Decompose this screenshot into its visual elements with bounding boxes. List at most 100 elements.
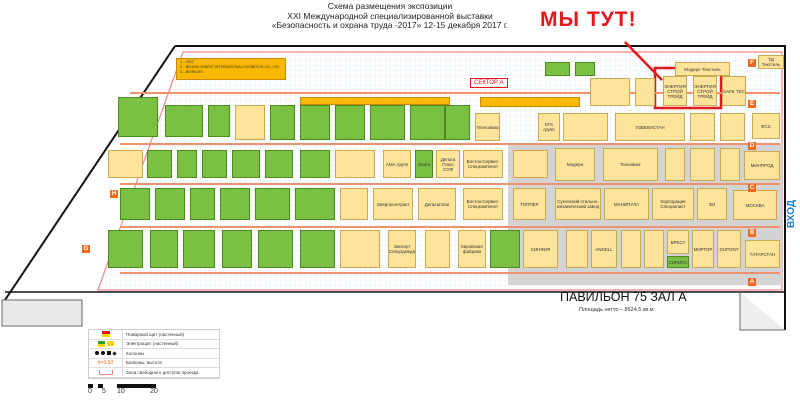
booth[interactable]: Техноавиа [475, 113, 500, 141]
booth[interactable] [566, 230, 588, 268]
legend: Пожарный щит (настенный) Электрощит (нас… [88, 329, 220, 379]
booth[interactable] [490, 230, 520, 268]
booth[interactable]: SAFE TEC [722, 76, 746, 106]
aisle [120, 183, 780, 185]
booth[interactable] [300, 150, 330, 178]
booth[interactable]: Корпорация Специалист [652, 188, 694, 220]
booth[interactable]: Энергоконтракт [373, 188, 413, 220]
booth[interactable] [340, 188, 368, 220]
booth[interactable] [177, 150, 197, 178]
booth[interactable] [258, 230, 293, 268]
booth[interactable] [410, 105, 445, 140]
booth[interactable] [300, 97, 450, 105]
legend-row-columns: Колонны [89, 349, 219, 359]
booth[interactable]: Дельта Плюс СОФ [436, 150, 460, 178]
booth[interactable] [255, 188, 290, 220]
booth[interactable] [635, 78, 655, 106]
booth[interactable] [575, 62, 595, 76]
booth[interactable] [183, 230, 215, 268]
scale-label: 0 [88, 388, 92, 395]
booth[interactable] [220, 188, 250, 220]
booth[interactable]: ЕГК групп [538, 113, 560, 141]
booth[interactable] [340, 230, 380, 268]
booth[interactable]: Сухонский стально-механический завод [555, 188, 601, 220]
booth[interactable]: Техновинг [603, 148, 658, 181]
scale-label: 10 [117, 388, 125, 395]
booth[interactable]: ФСС [752, 113, 780, 139]
booth[interactable] [720, 148, 740, 181]
booth[interactable]: СИРИУС [667, 256, 689, 268]
booth[interactable]: DUPONT [717, 230, 741, 268]
booth[interactable]: АМА групп [383, 150, 411, 178]
booth[interactable] [208, 105, 230, 137]
booth[interactable] [118, 97, 158, 137]
booth[interactable] [644, 230, 664, 268]
booth[interactable] [232, 150, 260, 178]
booth[interactable]: СИНФИЯ [523, 230, 558, 268]
booth[interactable] [621, 230, 641, 268]
booth[interactable] [108, 150, 143, 178]
entrance-label: ВХОД [786, 200, 797, 229]
booth[interactable] [147, 150, 172, 178]
booth[interactable] [235, 105, 265, 140]
booth[interactable] [425, 230, 450, 268]
booth[interactable]: Модерн [555, 148, 595, 181]
booth[interactable]: Дельтаплан [418, 188, 456, 220]
booth[interactable] [202, 150, 227, 178]
booth[interactable] [270, 105, 295, 140]
booth[interactable] [295, 188, 335, 220]
booth[interactable] [300, 230, 335, 268]
booth[interactable] [480, 97, 580, 107]
booth[interactable] [590, 78, 630, 106]
booth[interactable] [545, 62, 570, 76]
legend-text: Зона свободного доступа/ проезда [126, 369, 199, 375]
booth[interactable]: Восток-Сервис-Спецкомплект [463, 188, 503, 220]
booth[interactable] [222, 230, 252, 268]
booth[interactable] [665, 148, 685, 181]
booth[interactable]: Эксперт Спецодежда [388, 230, 416, 268]
booth[interactable] [563, 113, 608, 141]
page-title: Схема размещения экспозиции XXI Междунар… [245, 1, 535, 31]
booth[interactable] [335, 150, 375, 178]
booth[interactable]: МИНПРОД [744, 151, 780, 180]
booth[interactable] [150, 230, 178, 268]
booth[interactable] [690, 148, 715, 181]
booth[interactable] [720, 113, 745, 141]
booth[interactable]: ANDELL [591, 230, 617, 268]
booth[interactable] [120, 188, 150, 220]
booth[interactable]: УЗБЕКИСТАН [615, 113, 685, 141]
booth[interactable]: ЭНЕРГИЯ СТРОЙ ТРЕЙД [693, 76, 717, 106]
balcony-height: h=3.50 [89, 358, 123, 367]
booth[interactable] [513, 150, 548, 178]
legend-text: Электрощит (настенный) [126, 341, 179, 347]
booth[interactable] [370, 105, 405, 140]
booth[interactable]: ТОППЕР [513, 188, 546, 220]
booth[interactable] [155, 188, 185, 220]
row-marker: C [748, 184, 756, 192]
booth[interactable] [445, 105, 470, 140]
booth[interactable]: Восток-Сервис-Спецкомплект [463, 150, 503, 178]
pavilion-area: Площадь нетто – 8624,5 кв.м [579, 307, 654, 313]
booth[interactable]: ТД Текстиль [758, 55, 784, 69]
booth[interactable]: 3M [697, 188, 727, 220]
booth[interactable] [190, 188, 215, 220]
booth[interactable] [335, 105, 365, 140]
booth[interactable] [165, 105, 203, 137]
booth[interactable] [690, 113, 715, 141]
legend-row-balcony: h=3.50 Балконы, высота [89, 358, 219, 368]
booth[interactable]: Кировская фабрика [458, 230, 486, 268]
booth[interactable]: ТАТАРСТАН [745, 240, 780, 268]
booth[interactable]: МИРТОР [692, 230, 714, 268]
we-are-here-label: МЫ ТУТ! [540, 8, 637, 31]
booth[interactable]: Охата [415, 150, 433, 178]
booth[interactable]: МАНИПУЛА [604, 188, 649, 220]
booth[interactable]: МОСКВА [733, 190, 777, 220]
booth[interactable] [300, 105, 330, 140]
booth[interactable]: Модерн Текстиль [675, 62, 730, 76]
row-marker: F [748, 59, 756, 67]
booth[interactable]: БРЕСТ [667, 230, 689, 254]
booth[interactable] [265, 150, 293, 178]
aisle [120, 226, 780, 228]
booth[interactable]: ЭНЕРГИЯ СТРОЙ ТРЕЙД [663, 76, 687, 106]
booth[interactable] [108, 230, 143, 268]
